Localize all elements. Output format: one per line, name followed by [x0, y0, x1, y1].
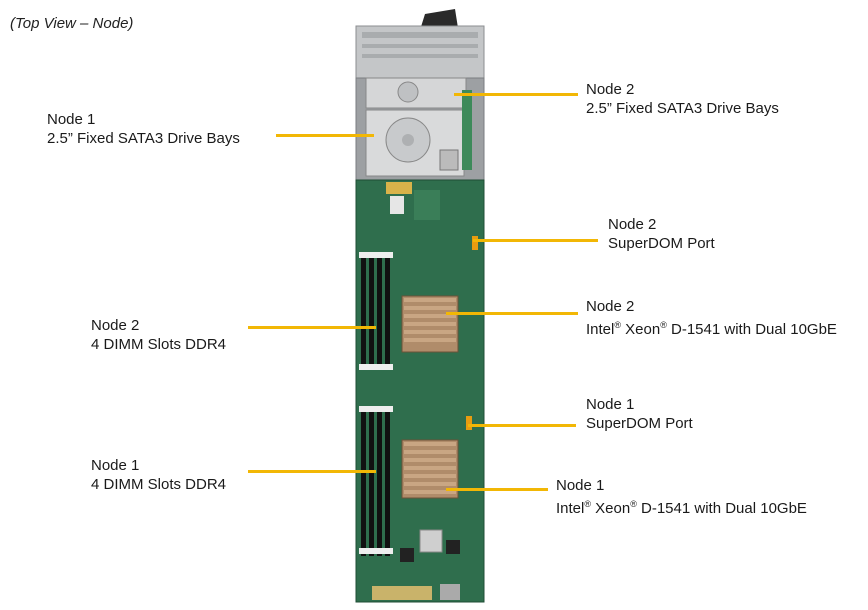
callout-title: Node 1	[586, 396, 635, 413]
heatsink-node2	[401, 295, 459, 353]
leader-node1-drive	[276, 134, 374, 137]
callout-desc: Intel® Xeon® D-1541 with Dual 10GbE	[586, 320, 837, 338]
leader-node1-superdom	[468, 424, 576, 427]
callout-title: Node 1	[47, 111, 96, 128]
callout-title: Node 1	[556, 477, 605, 494]
callout-title: Node 2	[586, 298, 635, 315]
leader-node2-drive	[454, 93, 578, 96]
callout-node1-dimm: Node 1 4 DIMM Slots DDR4	[91, 456, 226, 494]
heatsink-node1	[401, 439, 459, 499]
dimm-slots-node2	[359, 252, 393, 370]
callout-desc: SuperDOM Port	[608, 235, 715, 252]
callout-desc: 4 DIMM Slots DDR4	[91, 336, 227, 353]
callout-title: Node 2	[91, 317, 140, 334]
leader-node2-dimm	[248, 326, 376, 329]
callout-desc: 4 DIMM Slots DDR4	[91, 476, 227, 493]
leader-node2-superdom	[473, 239, 598, 242]
callout-desc: SuperDOM Port	[586, 415, 693, 432]
dimm-slots-node1	[359, 406, 393, 556]
callout-node2-dimm: Node 2 4 DIMM Slots DDR4	[91, 316, 226, 354]
leader-node2-cpu	[446, 312, 578, 315]
callout-node1-superdom: Node 1 SuperDOM Port	[586, 395, 693, 433]
callout-node1-drive-bays: Node 1 2.5” Fixed SATA3 Drive Bays	[47, 110, 240, 148]
callout-desc: 2.5” Fixed SATA3 Drive Bays	[586, 100, 779, 117]
callout-title: Node 2	[608, 216, 657, 233]
callout-node2-drive-bays: Node 2 2.5” Fixed SATA3 Drive Bays	[586, 80, 779, 118]
callout-node1-cpu: Node 1 Intel® Xeon® D-1541 with Dual 10G…	[556, 476, 807, 518]
callout-title: Node 2	[586, 81, 635, 98]
callout-desc: Intel® Xeon® D-1541 with Dual 10GbE	[556, 499, 807, 517]
leader-node1-cpu	[446, 488, 548, 491]
callout-title: Node 1	[91, 457, 140, 474]
leader-node1-dimm	[248, 470, 376, 473]
callout-node2-superdom: Node 2 SuperDOM Port	[608, 215, 715, 253]
callout-node2-cpu: Node 2 Intel® Xeon® D-1541 with Dual 10G…	[586, 297, 837, 339]
figure-caption: (Top View – Node)	[10, 15, 134, 32]
pull-handle	[420, 9, 458, 30]
callout-desc: 2.5” Fixed SATA3 Drive Bays	[47, 130, 240, 147]
